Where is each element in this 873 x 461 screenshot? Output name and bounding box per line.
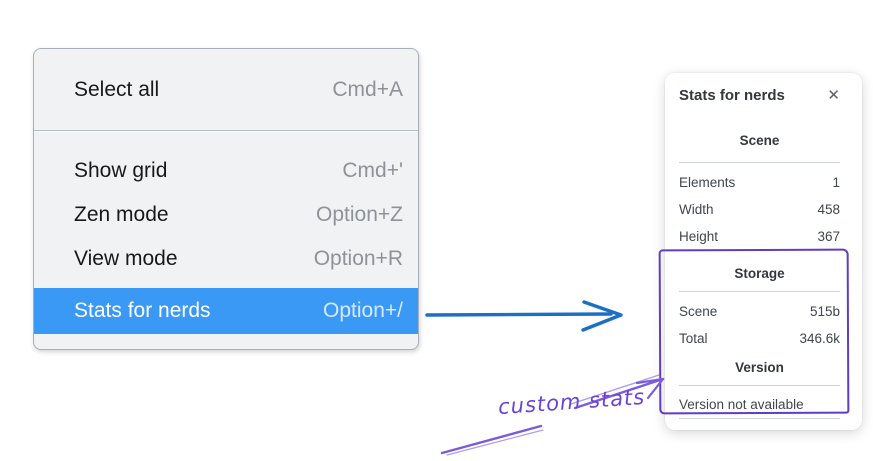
- stat-value: 346.6k: [799, 331, 840, 346]
- stat-value: 458: [817, 202, 840, 217]
- stat-row-width: Width 458: [679, 196, 840, 223]
- section-header-storage: Storage: [734, 266, 785, 281]
- stat-value: 367: [817, 229, 840, 244]
- menu-item-select-all[interactable]: Select all Cmd+A: [34, 49, 418, 130]
- context-menu: Select all Cmd+A Show grid Cmd+' Zen mod…: [33, 48, 419, 350]
- menu-separator: [34, 130, 418, 132]
- divider: [679, 162, 840, 163]
- section-header-version: Version: [735, 360, 784, 375]
- menu-item-shortcut: Cmd+A: [332, 77, 403, 101]
- menu-item-view-mode[interactable]: View mode Option+R: [34, 236, 418, 282]
- menu-item-label: Select all: [74, 77, 160, 101]
- annotation-label: custom stats: [497, 384, 646, 420]
- menu-item-label: Zen mode: [74, 203, 169, 226]
- section-header-scene: Scene: [739, 133, 780, 148]
- close-icon[interactable]: ✕: [827, 87, 840, 104]
- divider: [679, 385, 840, 386]
- menu-item-label: Stats for nerds: [74, 299, 211, 322]
- menu-item-shortcut: Option+/: [323, 299, 403, 322]
- stat-value: 515b: [809, 304, 840, 319]
- menu-item-shortcut: Cmd+': [342, 159, 403, 182]
- stat-label: Total: [679, 331, 708, 346]
- stat-label: Height: [679, 229, 719, 244]
- version-note: Version not available: [679, 396, 804, 412]
- menu-item-label: Show grid: [74, 159, 168, 182]
- menu-item-shortcut: Option+Z: [316, 203, 403, 226]
- menu-item-stats-for-nerds[interactable]: Stats for nerds Option+/: [34, 288, 418, 334]
- divider: [679, 418, 840, 419]
- stat-value: 1: [832, 175, 840, 190]
- stat-row-total-storage: Total 346.6k: [679, 325, 840, 352]
- stat-label: Scene: [679, 304, 718, 319]
- stat-row-height: Height 367: [679, 223, 840, 250]
- stat-row-scene-storage: Scene 515b: [679, 298, 840, 325]
- stat-label: Elements: [679, 175, 736, 190]
- menu-item-zen-mode[interactable]: Zen mode Option+Z: [34, 192, 418, 238]
- menu-item-shortcut: Option+R: [313, 247, 403, 270]
- menu-item-show-grid[interactable]: Show grid Cmd+': [34, 148, 418, 194]
- menu-item-label: View mode: [74, 247, 178, 270]
- divider: [679, 291, 840, 292]
- stat-label: Width: [679, 202, 714, 217]
- stats-panel-title: Stats for nerds: [679, 87, 785, 104]
- stat-row-elements: Elements 1: [679, 169, 840, 196]
- stats-panel: Stats for nerds ✕ Scene Elements 1 Width…: [665, 73, 862, 430]
